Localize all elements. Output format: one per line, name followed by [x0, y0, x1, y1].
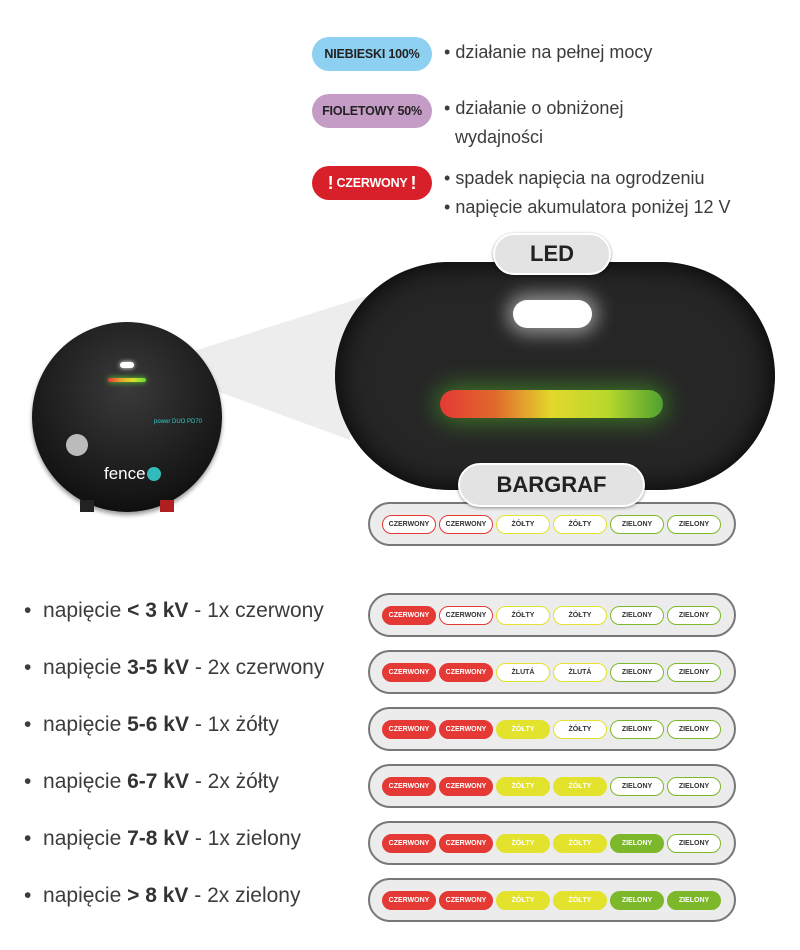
- segment-off: ŻÓŁTY: [553, 719, 607, 739]
- segment-off: ZIELONY: [610, 514, 664, 534]
- bargraf-label: BARGRAF: [458, 463, 645, 507]
- segment-lit: ŻÓŁTY: [496, 719, 550, 739]
- segment-off: CZERWONY: [439, 514, 493, 534]
- terminal-black: [80, 500, 94, 512]
- segment-lit: CZERWONY: [439, 776, 493, 796]
- segment-lit: ŻÓŁTY: [553, 776, 607, 796]
- bargraph-light: [440, 390, 663, 418]
- voltage-row-text: • napięcie < 3 kV - 1x czerwony: [24, 599, 324, 622]
- segment-lit: ŻÓŁTY: [496, 833, 550, 853]
- segment-off: ZIELONY: [610, 719, 664, 739]
- segment-off: ZIELONY: [610, 605, 664, 625]
- segment-off: CZERWONY: [439, 605, 493, 625]
- device-model: power DUO PD70: [154, 419, 203, 425]
- segment-off: ZIELONY: [667, 776, 721, 796]
- segment-lit: CZERWONY: [382, 605, 436, 625]
- segment-lit: CZERWONY: [439, 662, 493, 682]
- segment-lit: CZERWONY: [382, 662, 436, 682]
- legend-text-purple: działanie o obniżonej wydajności: [444, 94, 623, 152]
- segment-off: ŻÓŁTY: [496, 514, 550, 534]
- segment-lit: CZERWONY: [382, 833, 436, 853]
- segment-off: ZIELONY: [667, 514, 721, 534]
- segment-off: ZIELONY: [667, 605, 721, 625]
- segment-off: ZIELONY: [667, 662, 721, 682]
- device-bargraph: [108, 378, 146, 382]
- badge-purple: FIOLETOWY 50%: [312, 94, 432, 128]
- exclamation-icon: !: [410, 172, 417, 193]
- segment-lit: ŻÓŁTY: [553, 833, 607, 853]
- legend-line: działanie o obniżonej: [444, 94, 623, 123]
- segment-off: ZIELONY: [610, 776, 664, 796]
- segment-off: ŻÓŁTY: [553, 605, 607, 625]
- segment-lit: CZERWONY: [382, 890, 436, 910]
- terminal-red: [160, 500, 174, 512]
- legend-line: napięcie akumulatora poniżej 12 V: [444, 193, 730, 222]
- badge-blue: NIEBIESKI 100%: [312, 37, 432, 71]
- device-led: [120, 362, 134, 368]
- segment-lit: ZIELONY: [610, 833, 664, 853]
- legend-line: spadek napięcia na ogrodzeniu: [444, 164, 731, 193]
- segment-lit: CZERWONY: [382, 719, 436, 739]
- segment-lit: CZERWONY: [439, 719, 493, 739]
- legend-line: wydajności: [455, 127, 544, 147]
- zoom-panel: [335, 262, 775, 490]
- segment-lit: ŻÓŁTY: [496, 890, 550, 910]
- segment-off: ŻÓŁTY: [553, 514, 607, 534]
- segment-off: ZIELONY: [667, 719, 721, 739]
- segment-lit: CZERWONY: [439, 890, 493, 910]
- segment-lit: ŻÓŁTY: [496, 776, 550, 796]
- segment-lit: ŻÓŁTY: [553, 890, 607, 910]
- voltage-row-text: • napięcie > 8 kV - 2x zielony: [24, 884, 301, 907]
- led-light: [513, 300, 592, 328]
- segment-lit: ZIELONY: [667, 890, 721, 910]
- fence-energizer-device: power DUO PD70 fence: [32, 322, 222, 512]
- segment-off: ŻLUTÁ: [496, 662, 550, 682]
- segment-off: ŻÓŁTY: [496, 605, 550, 625]
- segment-lit: CZERWONY: [439, 833, 493, 853]
- badge-label: FIOLETOWY 50%: [322, 104, 422, 118]
- segment-off: CZERWONY: [382, 514, 436, 534]
- exclamation-icon: !: [327, 172, 334, 193]
- segment-off: ZIELONY: [610, 662, 664, 682]
- segment-off: ŻLUTÁ: [553, 662, 607, 682]
- voltage-row-text: • napięcie 3-5 kV - 2x czerwony: [24, 656, 325, 679]
- legend-text-blue: działanie na pełnej mocy: [444, 38, 652, 67]
- segment-lit: ZIELONY: [610, 890, 664, 910]
- voltage-row-text: • napięcie 6-7 kV - 2x żółty: [24, 770, 279, 793]
- legend-line: działanie na pełnej mocy: [444, 38, 652, 67]
- segment-off: ZIELONY: [667, 833, 721, 853]
- voltage-row-text: • napięcie 7-8 kV - 1x zielony: [24, 827, 302, 850]
- power-button-icon: [66, 434, 88, 456]
- brand-logo: fence: [104, 464, 161, 484]
- badge-red: !CZERWONY!: [312, 166, 432, 200]
- segment-lit: CZERWONY: [382, 776, 436, 796]
- badge-label: CZERWONY: [336, 176, 408, 190]
- badge-label: NIEBIESKI 100%: [324, 47, 420, 61]
- legend-text-red: spadek napięcia na ogrodzeniunapięcie ak…: [444, 164, 731, 222]
- led-label: LED: [493, 233, 611, 275]
- voltage-row-text: • napięcie 5-6 kV - 1x żółty: [24, 713, 279, 736]
